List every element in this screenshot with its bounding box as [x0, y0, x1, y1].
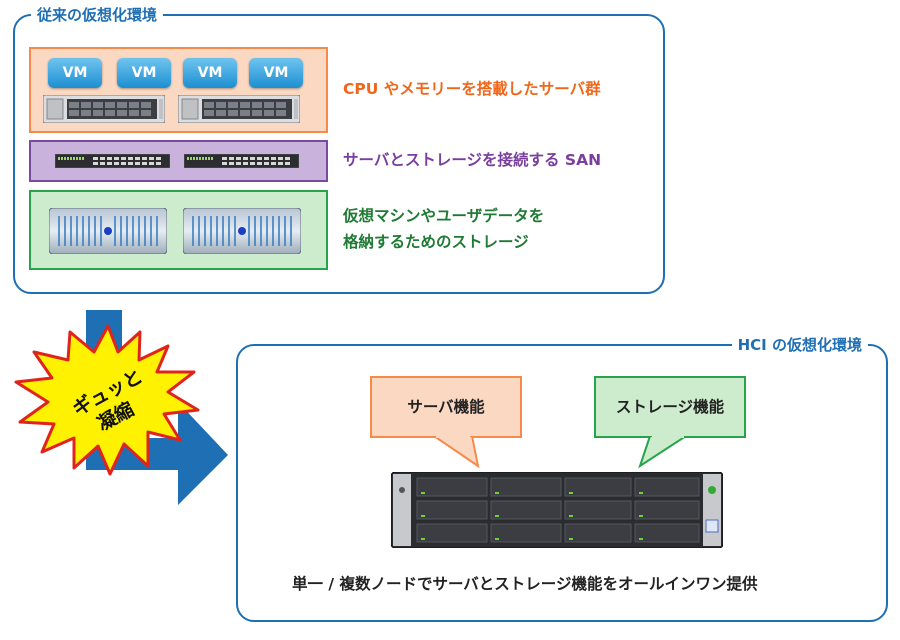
hci-caption: 単一 / 複数ノードでサーバとストレージ機能をオールインワン提供 — [292, 575, 758, 593]
server-tier: VM VM VM VM — [29, 47, 328, 133]
network-switch-icon — [55, 154, 170, 168]
san-tier-label: サーバとストレージを接続する SAN — [343, 151, 602, 169]
hci-appliance-icon — [391, 472, 723, 548]
vm-badge: VM — [249, 58, 303, 88]
storage-tier-label-line1: 仮想マシンやユーザデータを — [343, 207, 545, 225]
storage-tier-label-line2: 格納するためのストレージ — [343, 233, 529, 251]
traditional-panel-title: 従来の仮想化環境 — [31, 5, 164, 25]
storage-bubble-tail — [638, 436, 688, 469]
vm-badge: VM — [183, 58, 237, 88]
storage-function-label: ストレージ機能 — [615, 398, 725, 416]
server-bubble-tail — [432, 436, 480, 469]
hci-panel-title: HCI の仮想化環境 — [731, 335, 868, 355]
server-function-bubble: サーバ機能 — [370, 376, 522, 438]
san-tier — [29, 140, 328, 182]
storage-array-icon — [49, 208, 167, 254]
burst-shape — [14, 324, 200, 476]
storage-array-icon — [183, 208, 301, 254]
vm-badge: VM — [117, 58, 171, 88]
server-tier-label: CPU やメモリーを搭載したサーバ群 — [343, 80, 601, 98]
vm-badge: VM — [48, 58, 102, 88]
rack-server-icon — [43, 95, 165, 123]
rack-server-icon — [178, 95, 300, 123]
storage-tier — [29, 190, 328, 270]
storage-function-bubble: ストレージ機能 — [594, 376, 746, 438]
network-switch-icon — [184, 154, 299, 168]
server-function-label: サーバ機能 — [407, 398, 485, 416]
